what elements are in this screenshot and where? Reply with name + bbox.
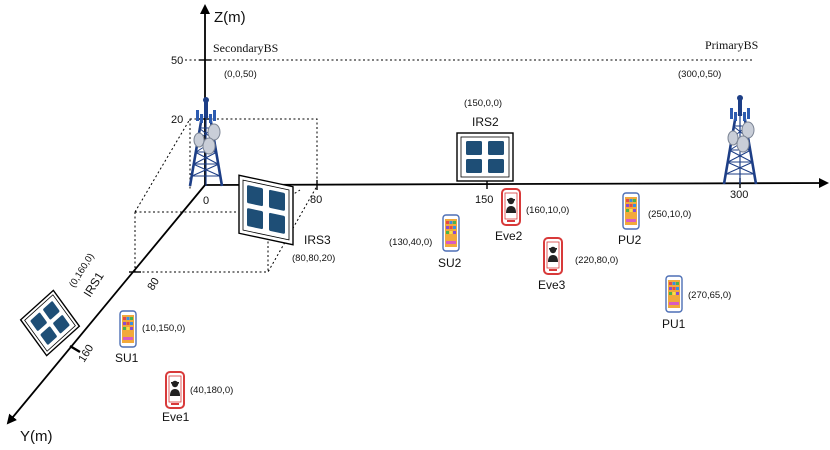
su2-phone-icon [442, 214, 460, 252]
irs1-panel-icon [19, 289, 81, 357]
irs1: IRS1 (0,160,0) [19, 252, 107, 357]
dotted-guides [134, 59, 752, 273]
eve1: Eve1 (40,180,0) [162, 371, 233, 424]
pu1-coord: (270,65,0) [688, 290, 731, 301]
z-tick-50: 50 [171, 55, 183, 67]
eve2-label: Eve2 [495, 229, 523, 243]
y-tick-80: 80 [145, 276, 162, 293]
primary-tower-icon [722, 93, 758, 186]
irs3-coord: (80,80,20) [292, 253, 335, 264]
pu1: PU1 (270,65,0) [662, 275, 731, 331]
primary-bs-label: PrimaryBS [705, 38, 758, 52]
pu2-label: PU2 [618, 233, 642, 247]
irs2: IRS2 (150,0,0) [456, 98, 514, 182]
x-axis [204, 178, 829, 189]
eve2: Eve2 (160,10,0) [495, 188, 569, 243]
secondary-bs-coord: (0,0,50) [224, 69, 257, 80]
irs2-panel-icon [456, 132, 514, 182]
irs3: IRS3 (80,80,20) [238, 174, 335, 264]
irs2-label: IRS2 [472, 115, 499, 129]
z-tick-20: 20 [171, 114, 183, 126]
secondary-tower-icon [188, 95, 224, 188]
pu2-coord: (250,10,0) [648, 209, 691, 220]
pu1-phone-icon [665, 275, 683, 313]
secondary-bs: SecondaryBS (0,0,50) [188, 41, 278, 188]
su2-label: SU2 [438, 256, 462, 270]
eve1-phone-icon [165, 371, 185, 409]
pu2-phone-icon [622, 192, 640, 230]
eve3: Eve3 (220,80,0) [538, 237, 618, 292]
pu2: PU2 (250,10,0) [618, 192, 691, 247]
eve3-label: Eve3 [538, 278, 566, 292]
primary-bs-coord: (300,0,50) [678, 69, 721, 80]
su1: SU1 (10,150,0) [115, 310, 185, 365]
su1-phone-icon [119, 310, 137, 348]
eve3-phone-icon [543, 237, 563, 275]
x-tick-150: 150 [475, 194, 493, 206]
su1-label: SU1 [115, 351, 139, 365]
eve2-phone-icon [501, 188, 521, 226]
z-axis-label: Z(m) [214, 9, 246, 26]
eve1-coord: (40,180,0) [190, 385, 233, 396]
su1-coord: (10,150,0) [142, 323, 185, 334]
eve1-label: Eve1 [162, 410, 190, 424]
pu1-label: PU1 [662, 317, 686, 331]
su2-coord: (130,40,0) [389, 237, 432, 248]
primary-bs: PrimaryBS (300,0,50) [678, 38, 758, 186]
irs3-label: IRS3 [304, 233, 331, 247]
y-axis-label: Y(m) [20, 428, 53, 445]
irs3-panel-icon [238, 174, 294, 246]
x-tick-300: 300 [730, 189, 748, 201]
y-tick-160: 160 [76, 343, 96, 365]
eve2-coord: (160,10,0) [526, 205, 569, 216]
su2: SU2 (130,40,0) [389, 214, 462, 270]
x-tick-80: 80 [310, 194, 322, 206]
irs2-coord: (150,0,0) [464, 98, 502, 109]
x-tick-0: 0 [203, 195, 209, 207]
eve3-coord: (220,80,0) [575, 255, 618, 266]
secondary-bs-label: SecondaryBS [213, 41, 278, 55]
y-axis [6, 184, 206, 425]
